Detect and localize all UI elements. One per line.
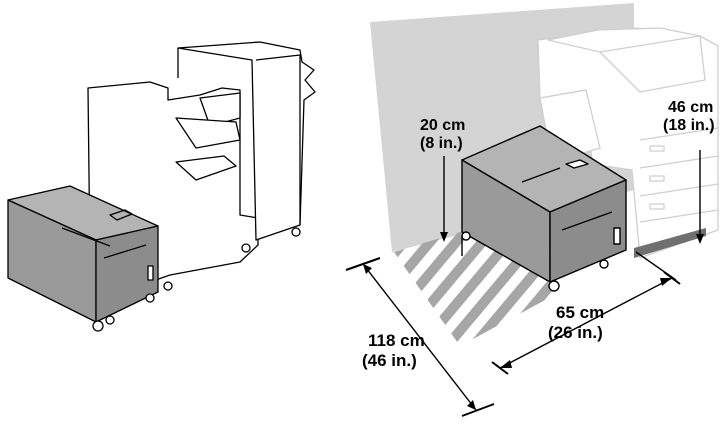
dimension-labels: 20 cm (8 in.) 46 cm (18 in.) 65 cm (26 i… [362,99,715,370]
side-gap-imperial: (18 in.) [663,117,715,134]
width-metric: 65 cm [556,303,604,322]
right-module-handle [565,159,589,169]
arrow-rear-gap [440,232,448,242]
depth-line [362,263,477,411]
right-clearance-illustration: 20 cm (8 in.) 46 cm (18 in.) 65 cm (26 i… [345,3,719,417]
side-gap-metric: 46 cm [668,99,713,116]
depth-imperial: (46 in.) [362,351,417,370]
left-module-handle [109,209,133,221]
left-foot-1 [241,243,251,253]
arrow-depth-top [363,264,372,274]
right-module-label [613,227,621,245]
right-feeder-module [461,125,627,292]
arrow-width-right [660,278,672,286]
width-imperial: (26 in.) [548,323,603,342]
ghost-drawer-2 [639,183,719,223]
rear-gap-imperial: (8 in.) [420,135,463,152]
finisher-front-panel [255,54,301,225]
left-foot-3 [163,281,173,291]
arrow-depth-bottom [467,400,476,410]
arrow-width-left [500,360,512,368]
output-tray-lower [175,155,237,181]
arrowheads [363,232,704,410]
left-printer-illustration [7,41,316,332]
left-module-side [95,225,159,323]
left-caster-3 [145,293,155,303]
right-module-side [549,179,627,283]
left-caster-1 [92,320,104,332]
ghost-handle-2 [649,175,665,182]
left-module-groove [61,227,147,259]
width-line [499,277,673,369]
output-tray-upper [199,92,241,127]
left-foot-2 [291,227,301,237]
right-caster-2 [599,259,609,269]
depth-tick-bottom [461,403,495,417]
left-caster-2 [105,315,115,325]
width-extension [635,251,677,281]
ghost-handle-3 [649,203,665,210]
rear-gap-metric: 20 cm [420,117,465,134]
depth-metric: 118 cm [368,331,425,350]
left-module-label [147,265,154,281]
right-caster-1 [548,280,560,292]
ghost-scanner [599,35,706,93]
hatched-floor-area [394,226,560,346]
printer-base-shadow [634,228,706,258]
left-feeder-module [7,185,159,332]
arrow-side-gap [696,234,704,244]
right-caster-3 [461,231,471,241]
right-module-groove [521,167,613,231]
output-tray-mid [175,117,241,149]
ghost-handle-1 [649,145,665,152]
ghost-drawer-1 [639,127,719,169]
